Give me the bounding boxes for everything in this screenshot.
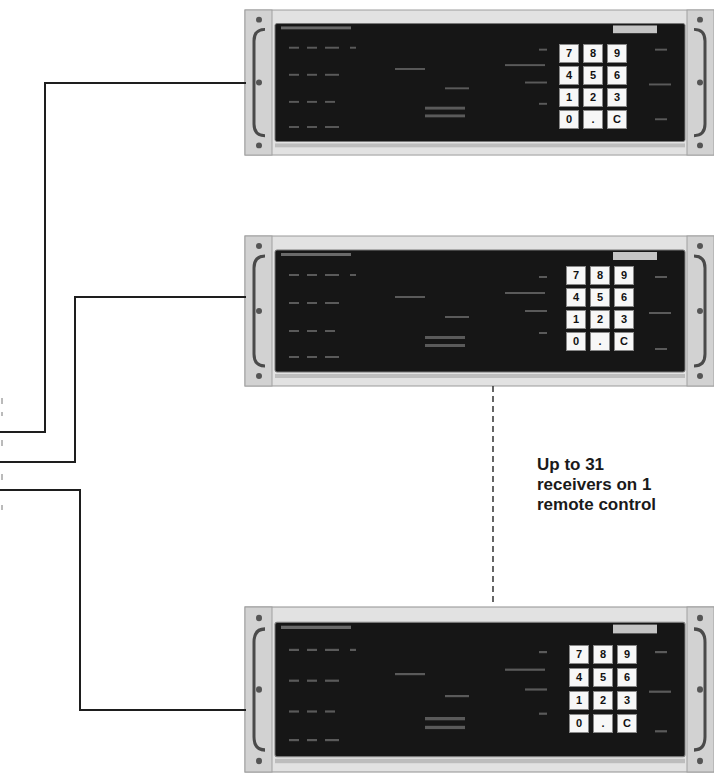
keypad-key: 8 <box>593 645 613 664</box>
keypad-key: 7 <box>569 645 589 664</box>
keypad-key: 2 <box>583 88 603 107</box>
keypad-key: 6 <box>614 288 634 307</box>
keypad-key: . <box>583 110 603 129</box>
keypad-key: 2 <box>590 310 610 329</box>
keypad-key: 9 <box>614 266 634 285</box>
keypad-key: 2 <box>593 691 613 710</box>
remote-wires <box>0 83 246 710</box>
keypad-key: 8 <box>590 266 610 285</box>
keypad-key: 6 <box>617 668 637 687</box>
keypad-key: 0 <box>566 332 586 351</box>
keypad-key: 5 <box>590 288 610 307</box>
continuation-line <box>492 386 494 603</box>
callout-text: Up to 31 receivers on 1 remote control <box>537 455 661 515</box>
keypad-key: 8 <box>583 44 603 63</box>
keypad-key: 5 <box>583 66 603 85</box>
edge-marks <box>2 398 3 510</box>
keypad-key: C <box>614 332 634 351</box>
keypad-key: 1 <box>559 88 579 107</box>
keypad-key: 4 <box>559 66 579 85</box>
keypad-key: . <box>593 714 613 733</box>
keypad-key: 3 <box>617 691 637 710</box>
receiver-front-panel <box>245 10 714 155</box>
keypad-key: C <box>617 714 637 733</box>
keypad-key: 6 <box>607 66 627 85</box>
keypad-key: . <box>590 332 610 351</box>
keypad-key: C <box>607 110 627 129</box>
receiver-front-panel <box>245 607 714 772</box>
keypad-key: 5 <box>593 668 613 687</box>
keypad-key: 9 <box>617 645 637 664</box>
keypad-key: 3 <box>607 88 627 107</box>
keypad-key: 4 <box>569 668 589 687</box>
keypad-key: 1 <box>566 310 586 329</box>
receiver-front-panel <box>245 236 714 386</box>
keypad-key: 7 <box>566 266 586 285</box>
keypad-key: 1 <box>569 691 589 710</box>
keypad-key: 7 <box>559 44 579 63</box>
keypad-key: 0 <box>559 110 579 129</box>
keypad-key: 3 <box>614 310 634 329</box>
keypad-key: 9 <box>607 44 627 63</box>
keypad-key: 0 <box>569 714 589 733</box>
keypad-key: 4 <box>566 288 586 307</box>
